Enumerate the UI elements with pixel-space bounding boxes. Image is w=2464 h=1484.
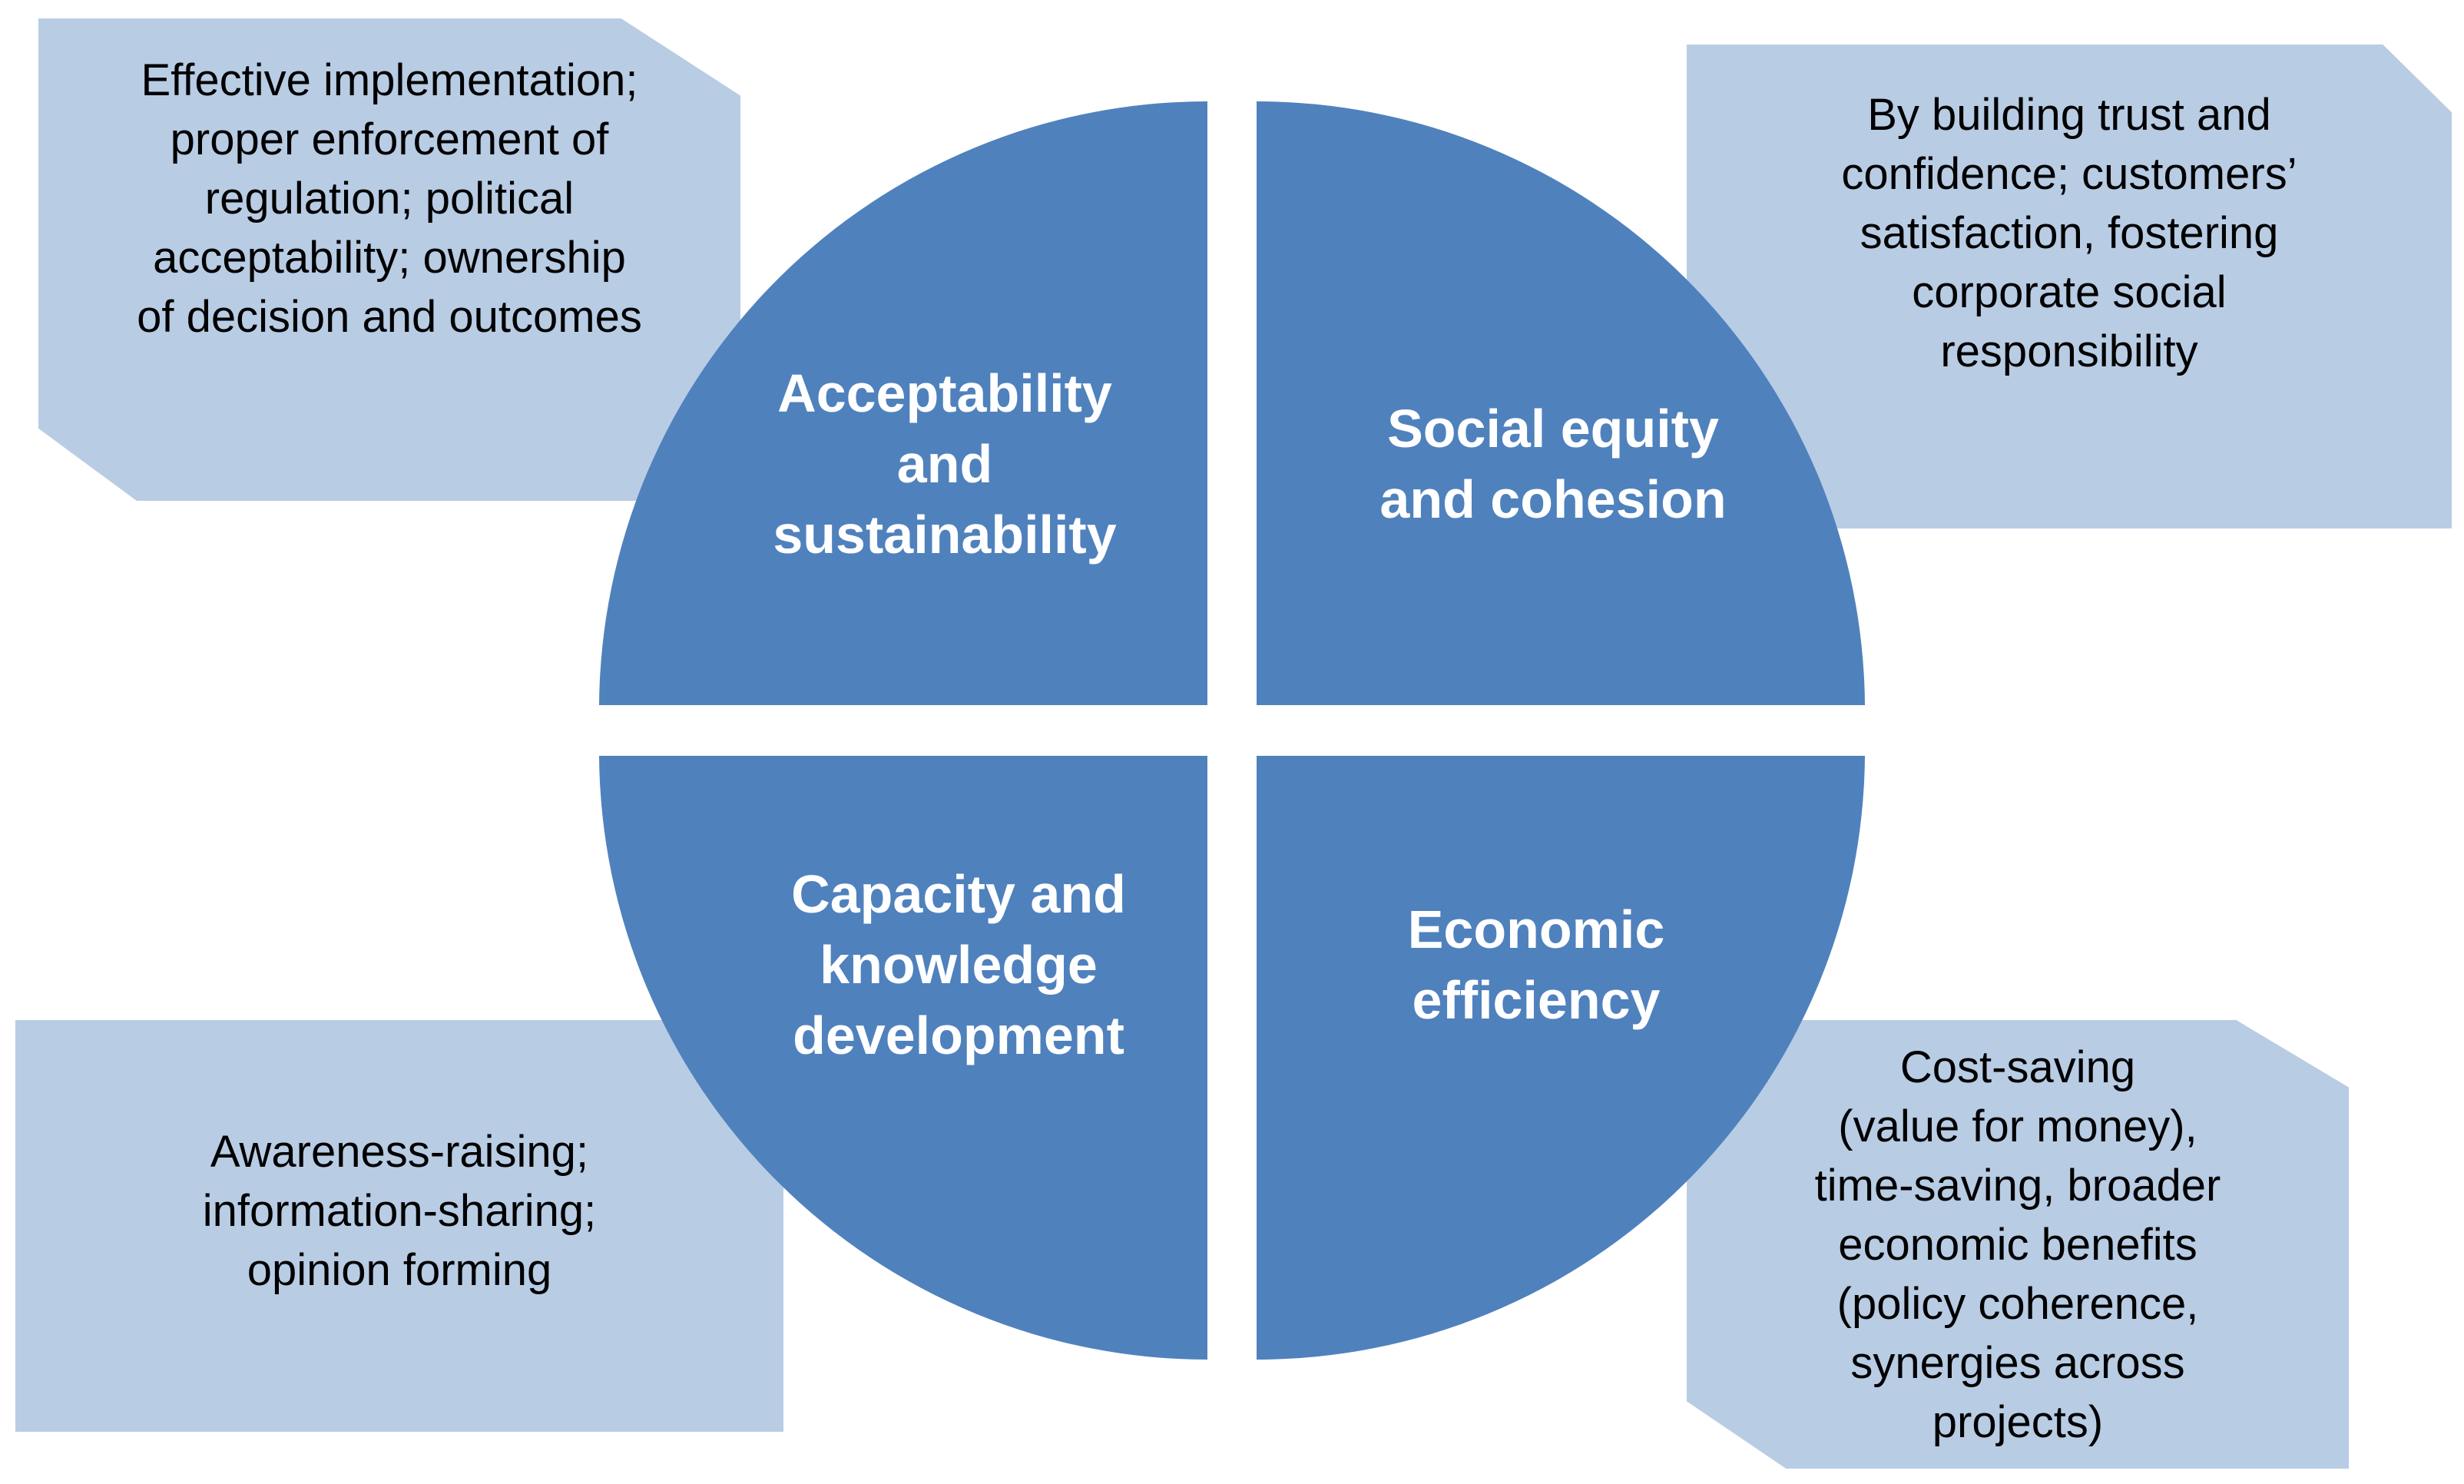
callout-box-bottom-right: Cost-saving (value for money), time-savi… bbox=[1687, 1020, 2349, 1469]
quadrant-label-bottom-left: Capacity and knowledge development bbox=[791, 864, 1126, 1065]
callout-text-top-left: Effective implementation; proper enforce… bbox=[137, 55, 642, 342]
callout-text-top-right: By building trust and confidence; custom… bbox=[1841, 89, 2297, 376]
quadrant-label-top-right: Social equity and cohesion bbox=[1379, 399, 1727, 529]
callout-box-bottom-left: Awareness-raising; information-sharing; … bbox=[15, 1020, 783, 1432]
quadrant-top-right bbox=[1257, 101, 1865, 705]
quadrant-bottom-right bbox=[1257, 756, 1865, 1360]
quadrant-top-left bbox=[599, 101, 1207, 705]
callout-text-bottom-left: Awareness-raising; information-sharing; … bbox=[202, 1126, 597, 1295]
callout-text-bottom-right: Cost-saving (value for money), time-savi… bbox=[1814, 1042, 2221, 1447]
callout-box-top-right: By building trust and confidence; custom… bbox=[1687, 45, 2452, 528]
quadrant-bottom-left bbox=[599, 756, 1207, 1360]
callout-box-top-left: Effective implementation; proper enforce… bbox=[38, 18, 740, 501]
quadrant-label-bottom-right: Economic efficiency bbox=[1407, 899, 1665, 1030]
quadrant-label-top-left: Acceptability and sustainability bbox=[773, 363, 1117, 565]
